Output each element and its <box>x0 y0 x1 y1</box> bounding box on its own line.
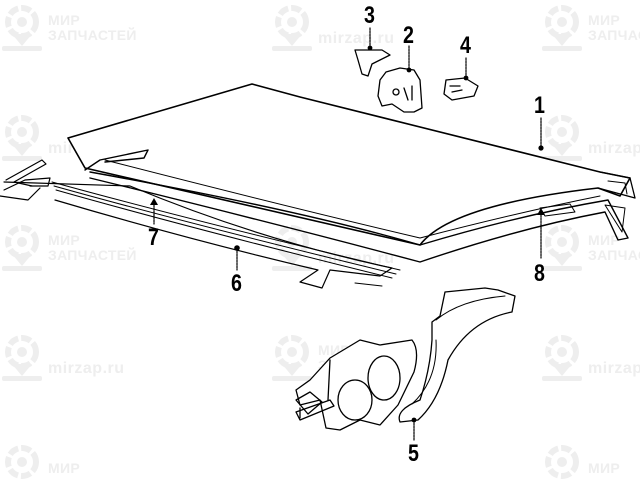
callout-2[interactable]: 2 <box>403 22 414 49</box>
part-5-hinge <box>295 287 516 431</box>
part-6-7-weatherstrip <box>0 159 401 289</box>
part-2-latch <box>377 67 423 113</box>
part-4-lock <box>443 77 479 101</box>
callout-5[interactable]: 5 <box>408 440 419 467</box>
callout-6[interactable]: 6 <box>231 270 242 297</box>
callout-3[interactable]: 3 <box>364 2 375 29</box>
leader-lines <box>153 27 542 441</box>
callout-8[interactable]: 8 <box>534 260 545 287</box>
callout-7[interactable]: 7 <box>148 224 159 251</box>
callout-4[interactable]: 4 <box>460 32 471 59</box>
part-8-inner-frame <box>84 149 629 263</box>
leader-dots <box>150 45 545 423</box>
part-1-trunk-lid <box>67 83 636 246</box>
callout-1[interactable]: 1 <box>534 92 545 119</box>
part-3-stop <box>354 49 391 77</box>
